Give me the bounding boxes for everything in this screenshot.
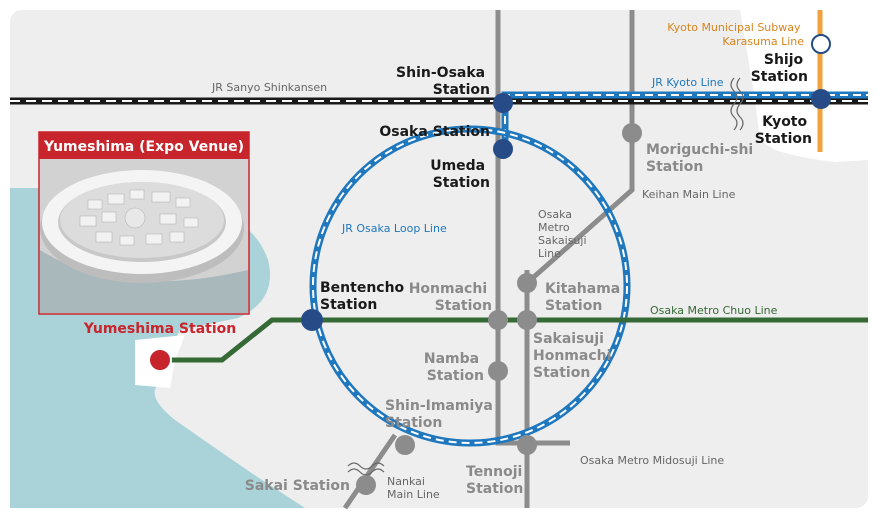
sakaisuji-honmachi-marker[interactable] xyxy=(517,310,537,330)
sakai-label: Sakai Station xyxy=(245,478,350,494)
kyoto-break xyxy=(730,77,744,131)
yumeshima-station-label: Yumeshima Station xyxy=(83,321,236,337)
bentencho-label: Bentencho Station xyxy=(320,280,409,313)
osaka-station-label: Osaka Station xyxy=(379,124,490,140)
sakai-marker[interactable] xyxy=(356,475,376,495)
shinkansen-label: JR Sanyo Shinkansen xyxy=(211,81,327,94)
chuo-line-label: Osaka Metro Chuo Line xyxy=(650,304,778,317)
karasuma-label: Kyoto Municipal Subway Karasuma Line xyxy=(667,21,804,48)
sakaisuji-honmachi-label: Sakaisuji Honmachi Station xyxy=(533,331,616,381)
umeda-label: Umeda Station xyxy=(430,158,490,191)
kyoto-marker[interactable] xyxy=(811,89,831,109)
moriguchi-label: Moriguchi-shi Station xyxy=(646,142,758,175)
namba-label: Namba Station xyxy=(424,351,484,384)
nankai-label: Nankai Main Line xyxy=(387,475,440,501)
shin-osaka-label: Shin-Osaka Station xyxy=(396,65,490,98)
honmachi-label: Honmachi Station xyxy=(409,281,492,314)
chuo-line xyxy=(160,317,868,363)
honmachi-marker[interactable] xyxy=(488,310,508,330)
shin-osaka-marker[interactable] xyxy=(493,93,513,113)
kitahama-label: Kitahama Station xyxy=(545,281,625,314)
shin-imamiya-label: Shin-Imamiya Station xyxy=(385,398,498,431)
loop-line-label: JR Osaka Loop Line xyxy=(341,222,447,235)
kyoto-area xyxy=(740,10,868,162)
nankai-line xyxy=(342,433,398,510)
keihan-line xyxy=(525,10,635,285)
moriguchi-marker[interactable] xyxy=(622,123,642,143)
expo-title-bar xyxy=(39,132,249,159)
yumeshima-marker[interactable] xyxy=(148,348,172,372)
tennoji-marker[interactable] xyxy=(517,435,537,455)
midosuji-label: Osaka Metro Midosuji Line xyxy=(580,454,724,467)
expo-venue-image xyxy=(40,133,248,313)
jr-kyoto-line-label: JR Kyoto Line xyxy=(651,76,724,89)
tennoji-label: Tennoji Station xyxy=(466,464,527,497)
shijo-label: Shijo Station xyxy=(751,52,808,85)
shin-imamiya-marker[interactable] xyxy=(395,435,415,455)
expo-title: Yumeshima (Expo Venue) xyxy=(43,139,244,155)
bentencho-marker[interactable] xyxy=(301,309,323,331)
sakaisuji-line-label: Osaka Metro Sakaisuji Line xyxy=(538,208,590,260)
kitahama-marker[interactable] xyxy=(517,273,537,293)
kyoto-label: Kyoto Station xyxy=(755,114,812,147)
keihan-label: Keihan Main Line xyxy=(642,188,736,201)
namba-marker[interactable] xyxy=(488,361,508,381)
shijo-marker[interactable] xyxy=(811,34,831,54)
osaka-umeda-marker[interactable] xyxy=(493,139,513,159)
osaka-loop-line-dash xyxy=(312,128,628,444)
